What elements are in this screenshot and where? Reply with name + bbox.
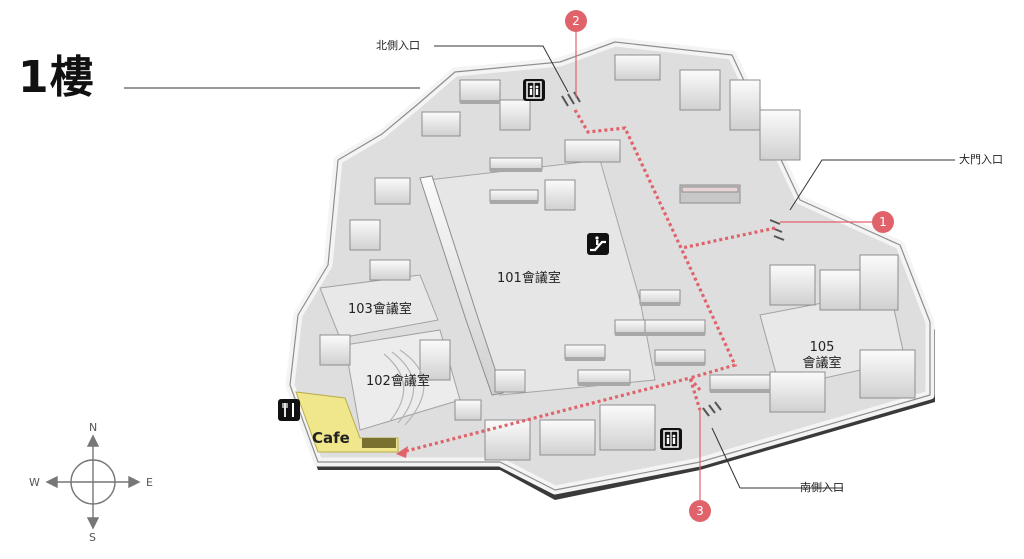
room-101-label[interactable]: 101會議室 (497, 271, 561, 286)
escalator-icon[interactable] (587, 233, 609, 255)
wall-blocks (319, 54, 916, 461)
route-marker-3[interactable]: 3 (689, 500, 711, 522)
room-105-label[interactable]: 105 會議室 (802, 340, 842, 373)
room-103-label[interactable]: 103會議室 (348, 302, 412, 317)
cafe-label[interactable]: Cafe (312, 429, 350, 447)
route-marker-2[interactable]: 2 (565, 10, 587, 32)
room-105-number: 105 (809, 340, 835, 355)
building-outer-wall-edge (289, 41, 931, 491)
compass-west-label: W (29, 476, 40, 489)
elevator-icon[interactable] (660, 428, 682, 450)
floor-title: 1樓 (18, 52, 95, 103)
route-marker-1[interactable]: 1 (872, 211, 894, 233)
marker-leaders (575, 32, 875, 500)
room-102-stage-curves (383, 349, 425, 426)
elevator-icon[interactable] (523, 79, 545, 101)
compass-rose (45, 434, 141, 530)
callout-leaders (124, 45, 955, 489)
cafe-area (295, 391, 399, 453)
cafe-counter (362, 438, 396, 448)
room-105-name: 會議室 (802, 356, 842, 372)
wall-shadows (460, 100, 770, 393)
compass-north-label: N (89, 421, 98, 434)
compass-south-label: S (89, 531, 96, 544)
room-102-label[interactable]: 102會議室 (366, 374, 430, 389)
compass-east-label: E (146, 476, 153, 489)
route-arrowhead (396, 446, 408, 458)
north-entrance-label: 北側入口 (376, 39, 420, 52)
room-101-wall (419, 175, 504, 396)
main-entrance-label: 大門入口 (959, 153, 1003, 166)
fork-knife-icon[interactable] (278, 399, 300, 421)
south-entrance-label: 南側入口 (800, 481, 844, 494)
route-path (401, 109, 776, 454)
